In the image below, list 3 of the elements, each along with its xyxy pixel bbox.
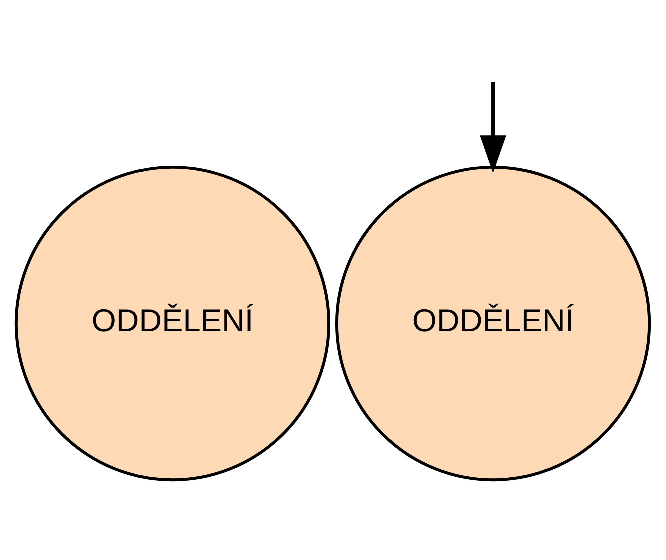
node-circle: ODDĚLENÍ — [335, 165, 652, 482]
arrow — [480, 82, 506, 173]
node-circle: ODDĚLENÍ — [14, 165, 331, 482]
